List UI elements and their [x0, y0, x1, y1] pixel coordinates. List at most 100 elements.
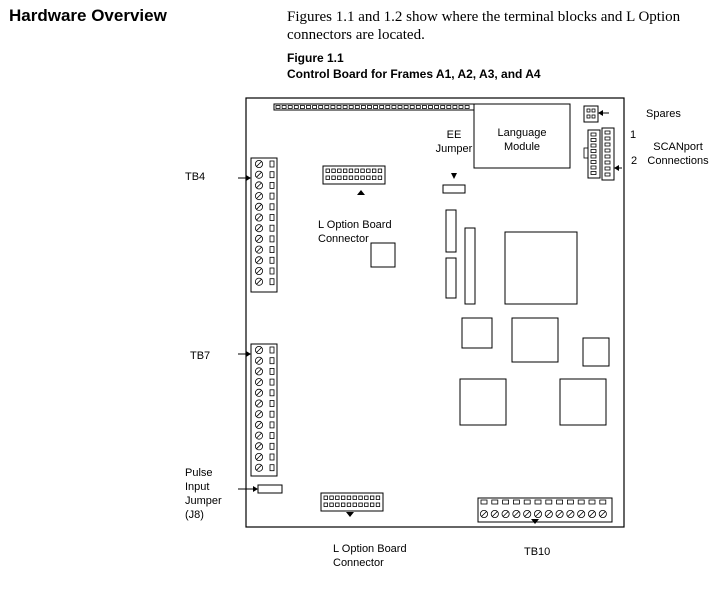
terminal-screw: [577, 509, 586, 518]
scanport-pin: [590, 160, 597, 164]
option-connector-pin: [348, 168, 354, 173]
figure-caption: Figure 1.1 Control Board for Frames A1, …: [287, 50, 541, 82]
terminal-screw: [254, 224, 263, 233]
option-connector-pin: [371, 175, 377, 180]
terminal-screw: [254, 420, 263, 429]
terminal-screw-slot: [546, 511, 552, 517]
header-pin: [434, 105, 440, 109]
header-pin: [287, 105, 293, 109]
terminal-clamp: [269, 192, 275, 200]
terminal-screw: [254, 256, 263, 265]
terminal-screw: [588, 509, 597, 518]
terminal-clamp: [491, 499, 499, 505]
option-connector-pin: [366, 175, 371, 180]
spares-connector: [583, 105, 599, 123]
header-pin: [415, 105, 421, 109]
small-chip-a: [370, 242, 396, 268]
terminal-screw: [254, 452, 263, 461]
terminal-screw: [254, 192, 263, 201]
header-pin: [360, 105, 366, 109]
option-connector-pin: [375, 495, 381, 500]
header-pin: [397, 105, 403, 109]
board-outline: [245, 97, 625, 528]
scanport-pin: [604, 130, 611, 135]
terminal-screw: [254, 463, 263, 472]
terminal-screw-slot: [256, 171, 262, 178]
label-pulse-line3: Jumper: [185, 495, 222, 507]
header-pin: [354, 105, 360, 109]
label-pulse-line2: Input: [185, 481, 210, 493]
terminal-screw-slot: [513, 511, 520, 517]
terminal-clamp: [480, 499, 488, 505]
chip-f: [559, 378, 607, 426]
chip-b: [461, 317, 493, 349]
terminal-clamp: [269, 214, 275, 221]
terminal-screw-slot: [535, 511, 541, 517]
header-pin: [458, 105, 464, 109]
terminal-screw: [254, 202, 263, 211]
terminal-screw: [254, 367, 263, 376]
terminal-clamp: [502, 499, 510, 505]
header-pin: [409, 105, 415, 109]
option-connector-pin: [335, 502, 340, 507]
scanport-pin: [604, 166, 611, 171]
spares-pin: [591, 114, 596, 119]
option-connector-pin: [354, 168, 359, 173]
terminal-clamp: [269, 224, 275, 232]
terminal-screw: [254, 431, 263, 440]
option-connector-pin: [337, 168, 342, 173]
label-pulse-line1: Pulse: [185, 467, 213, 479]
terminal-screw-slot: [256, 390, 262, 396]
scanport-pin: [590, 154, 597, 159]
terminal-screw-slot: [256, 257, 262, 264]
scanport-pin: [604, 148, 611, 153]
intro-line-1: Figures 1.1 and 1.2 show where the termi…: [287, 9, 681, 25]
l-option-bottom-connector: [320, 492, 384, 512]
terminal-screw-slot: [256, 236, 262, 242]
header-pin: [385, 105, 391, 109]
label-tb10: TB10: [524, 546, 551, 558]
header-pin: [446, 105, 452, 109]
ee-jumper: [442, 184, 466, 194]
option-connector-pin: [375, 502, 381, 507]
terminal-screw: [534, 509, 543, 518]
header-pin: [421, 105, 427, 109]
figure-number: Figure 1.1: [287, 51, 344, 65]
label-language-module: Language Module: [474, 126, 570, 154]
terminal-screw: [254, 266, 263, 275]
scanport-pin: [590, 149, 597, 153]
figure-title: Control Board for Frames A1, A2, A3, and…: [287, 67, 541, 81]
scanport-pin: [604, 154, 611, 159]
intro-line-2: connectors are located.: [287, 27, 425, 43]
label-ee-line1: EE: [446, 129, 462, 141]
option-connector-pin: [364, 495, 369, 500]
label-language-line2: Module: [503, 141, 541, 153]
scanport-pin: [590, 165, 597, 170]
option-connector-pin: [346, 502, 352, 507]
option-connector-pin: [325, 175, 330, 180]
label-l-option-bottom-line2: Connector: [333, 557, 384, 569]
terminal-screw-slot: [556, 511, 563, 517]
terminal-clamp: [269, 181, 275, 189]
header-pin: [373, 105, 379, 109]
spares-pin: [591, 108, 596, 113]
spares-pin: [586, 108, 591, 113]
option-connector-pin: [369, 502, 375, 507]
terminal-screw: [254, 442, 263, 451]
chip-c: [511, 317, 559, 363]
main-processor-chip: [504, 231, 578, 305]
terminal-clamp: [269, 278, 275, 286]
terminal-screw-slot: [502, 511, 509, 517]
l-option-top-pointer: [357, 190, 365, 195]
terminal-screw-slot: [256, 422, 262, 428]
header-pin: [342, 105, 348, 109]
label-spares: Spares: [646, 108, 681, 120]
header-pin: [348, 105, 354, 109]
terminal-screw: [254, 170, 263, 179]
terminal-screw-slot: [256, 214, 262, 221]
ee-jumper-pointer: [451, 173, 457, 179]
label-ee-line2: Jumper: [435, 143, 473, 155]
scanport-pin: [604, 136, 611, 141]
header-pin: [330, 105, 336, 109]
